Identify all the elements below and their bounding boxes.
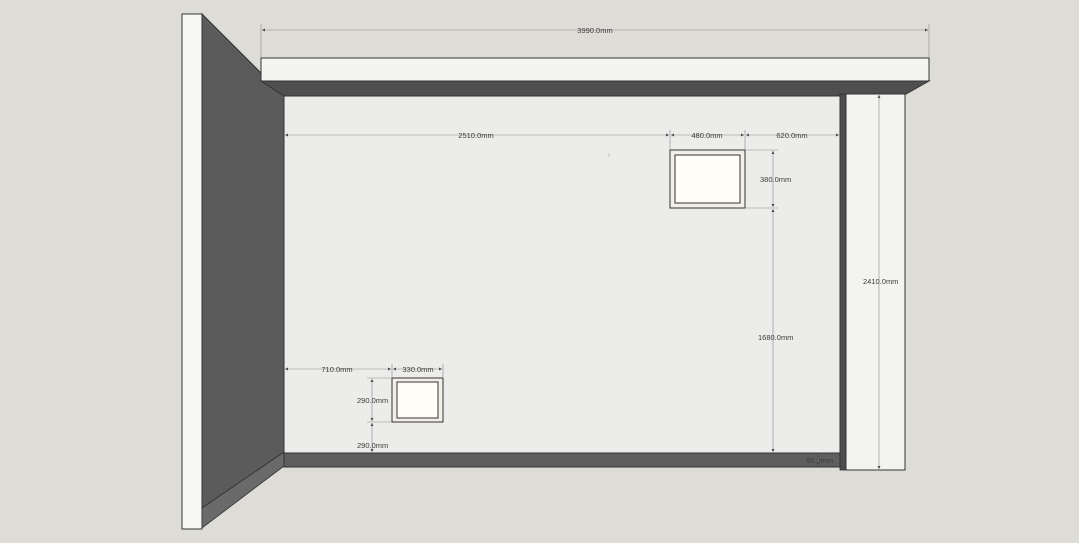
- dim-overall-width: 3990.0mm: [577, 26, 612, 35]
- dim-skirting: 95.0mm: [806, 456, 833, 465]
- right-wall-edge: [839, 93, 847, 471]
- ceiling-beam-face: [260, 57, 930, 82]
- small-window-glass: [396, 381, 439, 419]
- back-wall: [283, 95, 841, 454]
- dim-small-width: 330.0mm: [402, 365, 433, 374]
- ceiling-beam-underside: [259, 80, 931, 97]
- left-wall-end: [181, 13, 203, 530]
- dim-small-left: 710.0mm: [321, 365, 352, 374]
- floor-skirting: [283, 452, 841, 468]
- dim-window-to-right: 620.0mm: [776, 131, 807, 140]
- right-wall-face: [845, 93, 906, 471]
- large-window-glass: [674, 154, 741, 204]
- dim-window-width: 480.0mm: [691, 131, 722, 140]
- dim-window-sill: 1680.0mm: [758, 333, 793, 342]
- dim-small-sill: 290.0mm: [357, 441, 388, 450]
- dim-wall-height: 2410.0mm: [863, 277, 898, 286]
- dim-left-to-window: 2510.0mm: [458, 131, 493, 140]
- dim-small-height: 290.0mm: [357, 396, 388, 405]
- dim-window-height: 380.0mm: [760, 175, 791, 184]
